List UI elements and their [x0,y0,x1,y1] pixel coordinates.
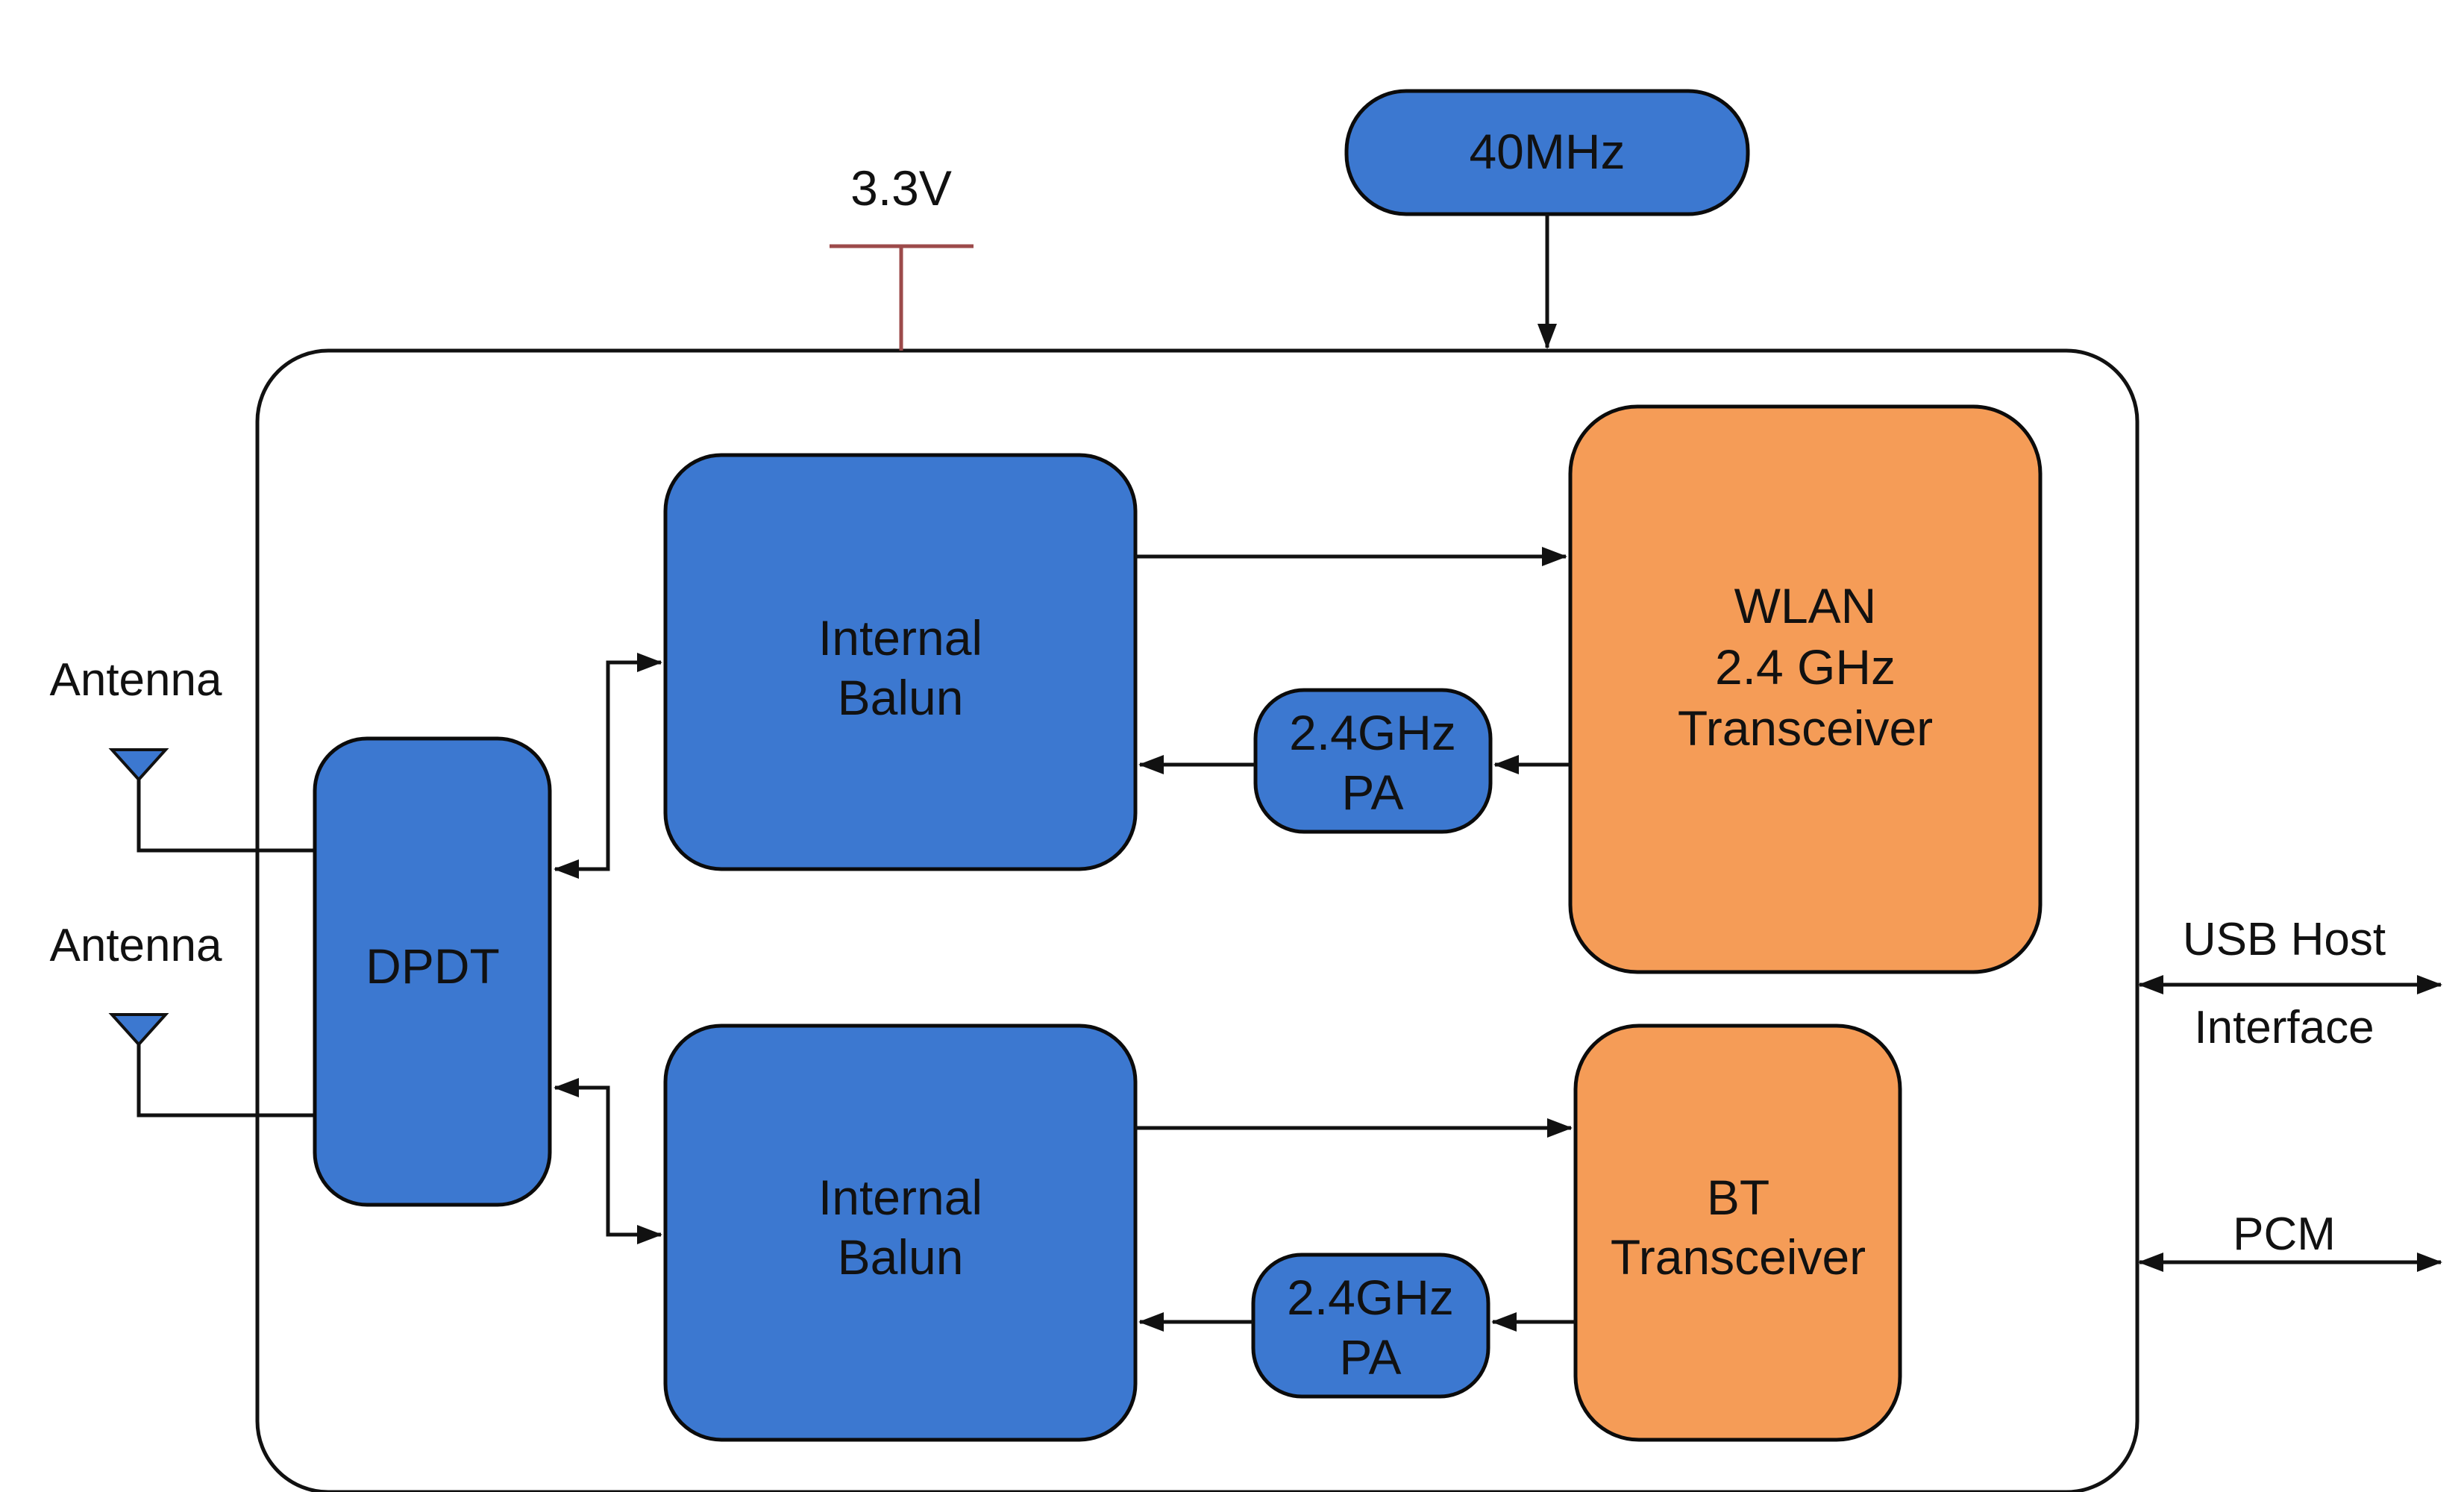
wlan-box [1568,404,2043,974]
antenna-bottom-label: Antenna [50,920,223,971]
balun-top-box [663,453,1138,871]
pcm-interface: PCM [2138,1209,2442,1272]
antenna-top-label: Antenna [50,654,223,706]
bt-transceiver: BT Transceiver [1573,1024,1902,1442]
balun-top: Internal Balun [663,453,1138,871]
dpdt-balun-bottom-link [554,1078,662,1244]
balun-top-line2: Balun [838,670,964,725]
dpdt-label: DPDT [366,938,500,994]
pa-bottom-line1: 2.4GHz [1287,1270,1454,1325]
balun-bottom-box [663,1024,1138,1442]
pa-top-line1: 2.4GHz [1289,705,1456,760]
usb-line1: USB Host [2183,914,2386,965]
power-label: 3.3V [850,160,952,216]
usb-host-interface: USB Host Interface [2138,914,2442,1053]
antenna-icon [108,1013,169,1047]
pcm-label: PCM [2233,1209,2336,1260]
balun-top-line1: Internal [818,610,982,665]
dpdt-box [313,736,552,1207]
bt-box [1573,1024,1902,1442]
bt-line2: Transceiver [1611,1229,1866,1285]
wlan-line3: Transceiver [1678,700,1933,756]
antenna-top: Antenna [50,654,313,853]
clock-label: 40MHz [1469,124,1625,179]
pa-bottom-box [1251,1253,1490,1399]
antenna-bottom: Antenna [50,920,313,1118]
balun-bottom-line1: Internal [818,1170,982,1225]
wlan-transceiver: WLAN 2.4 GHz Transceiver [1568,404,2043,974]
pa-top-box [1253,688,1493,834]
usb-line2: Interface [2194,1002,2374,1053]
pa-top-line2: PA [1341,765,1403,820]
dpdt-balun-top-link [554,653,662,879]
antenna-bottom-wire [137,1044,313,1118]
pa-top: 2.4GHz PA [1253,688,1493,834]
balun-bottom-line2: Balun [838,1229,964,1285]
dpdt-switch: DPDT [313,736,552,1207]
wlan-line1: WLAN [1734,578,1877,633]
antenna-icon [108,748,169,782]
wlan-line2: 2.4 GHz [1715,639,1896,695]
clock-oscillator: 40MHz [1344,89,1750,349]
balun-bottom: Internal Balun [663,1024,1138,1442]
antenna-top-wire [137,780,313,853]
pa-bottom-line2: PA [1339,1329,1401,1385]
pa-bottom: 2.4GHz PA [1251,1253,1490,1399]
power-supply: 3.3V [830,160,974,351]
bt-line1: BT [1707,1170,1769,1225]
